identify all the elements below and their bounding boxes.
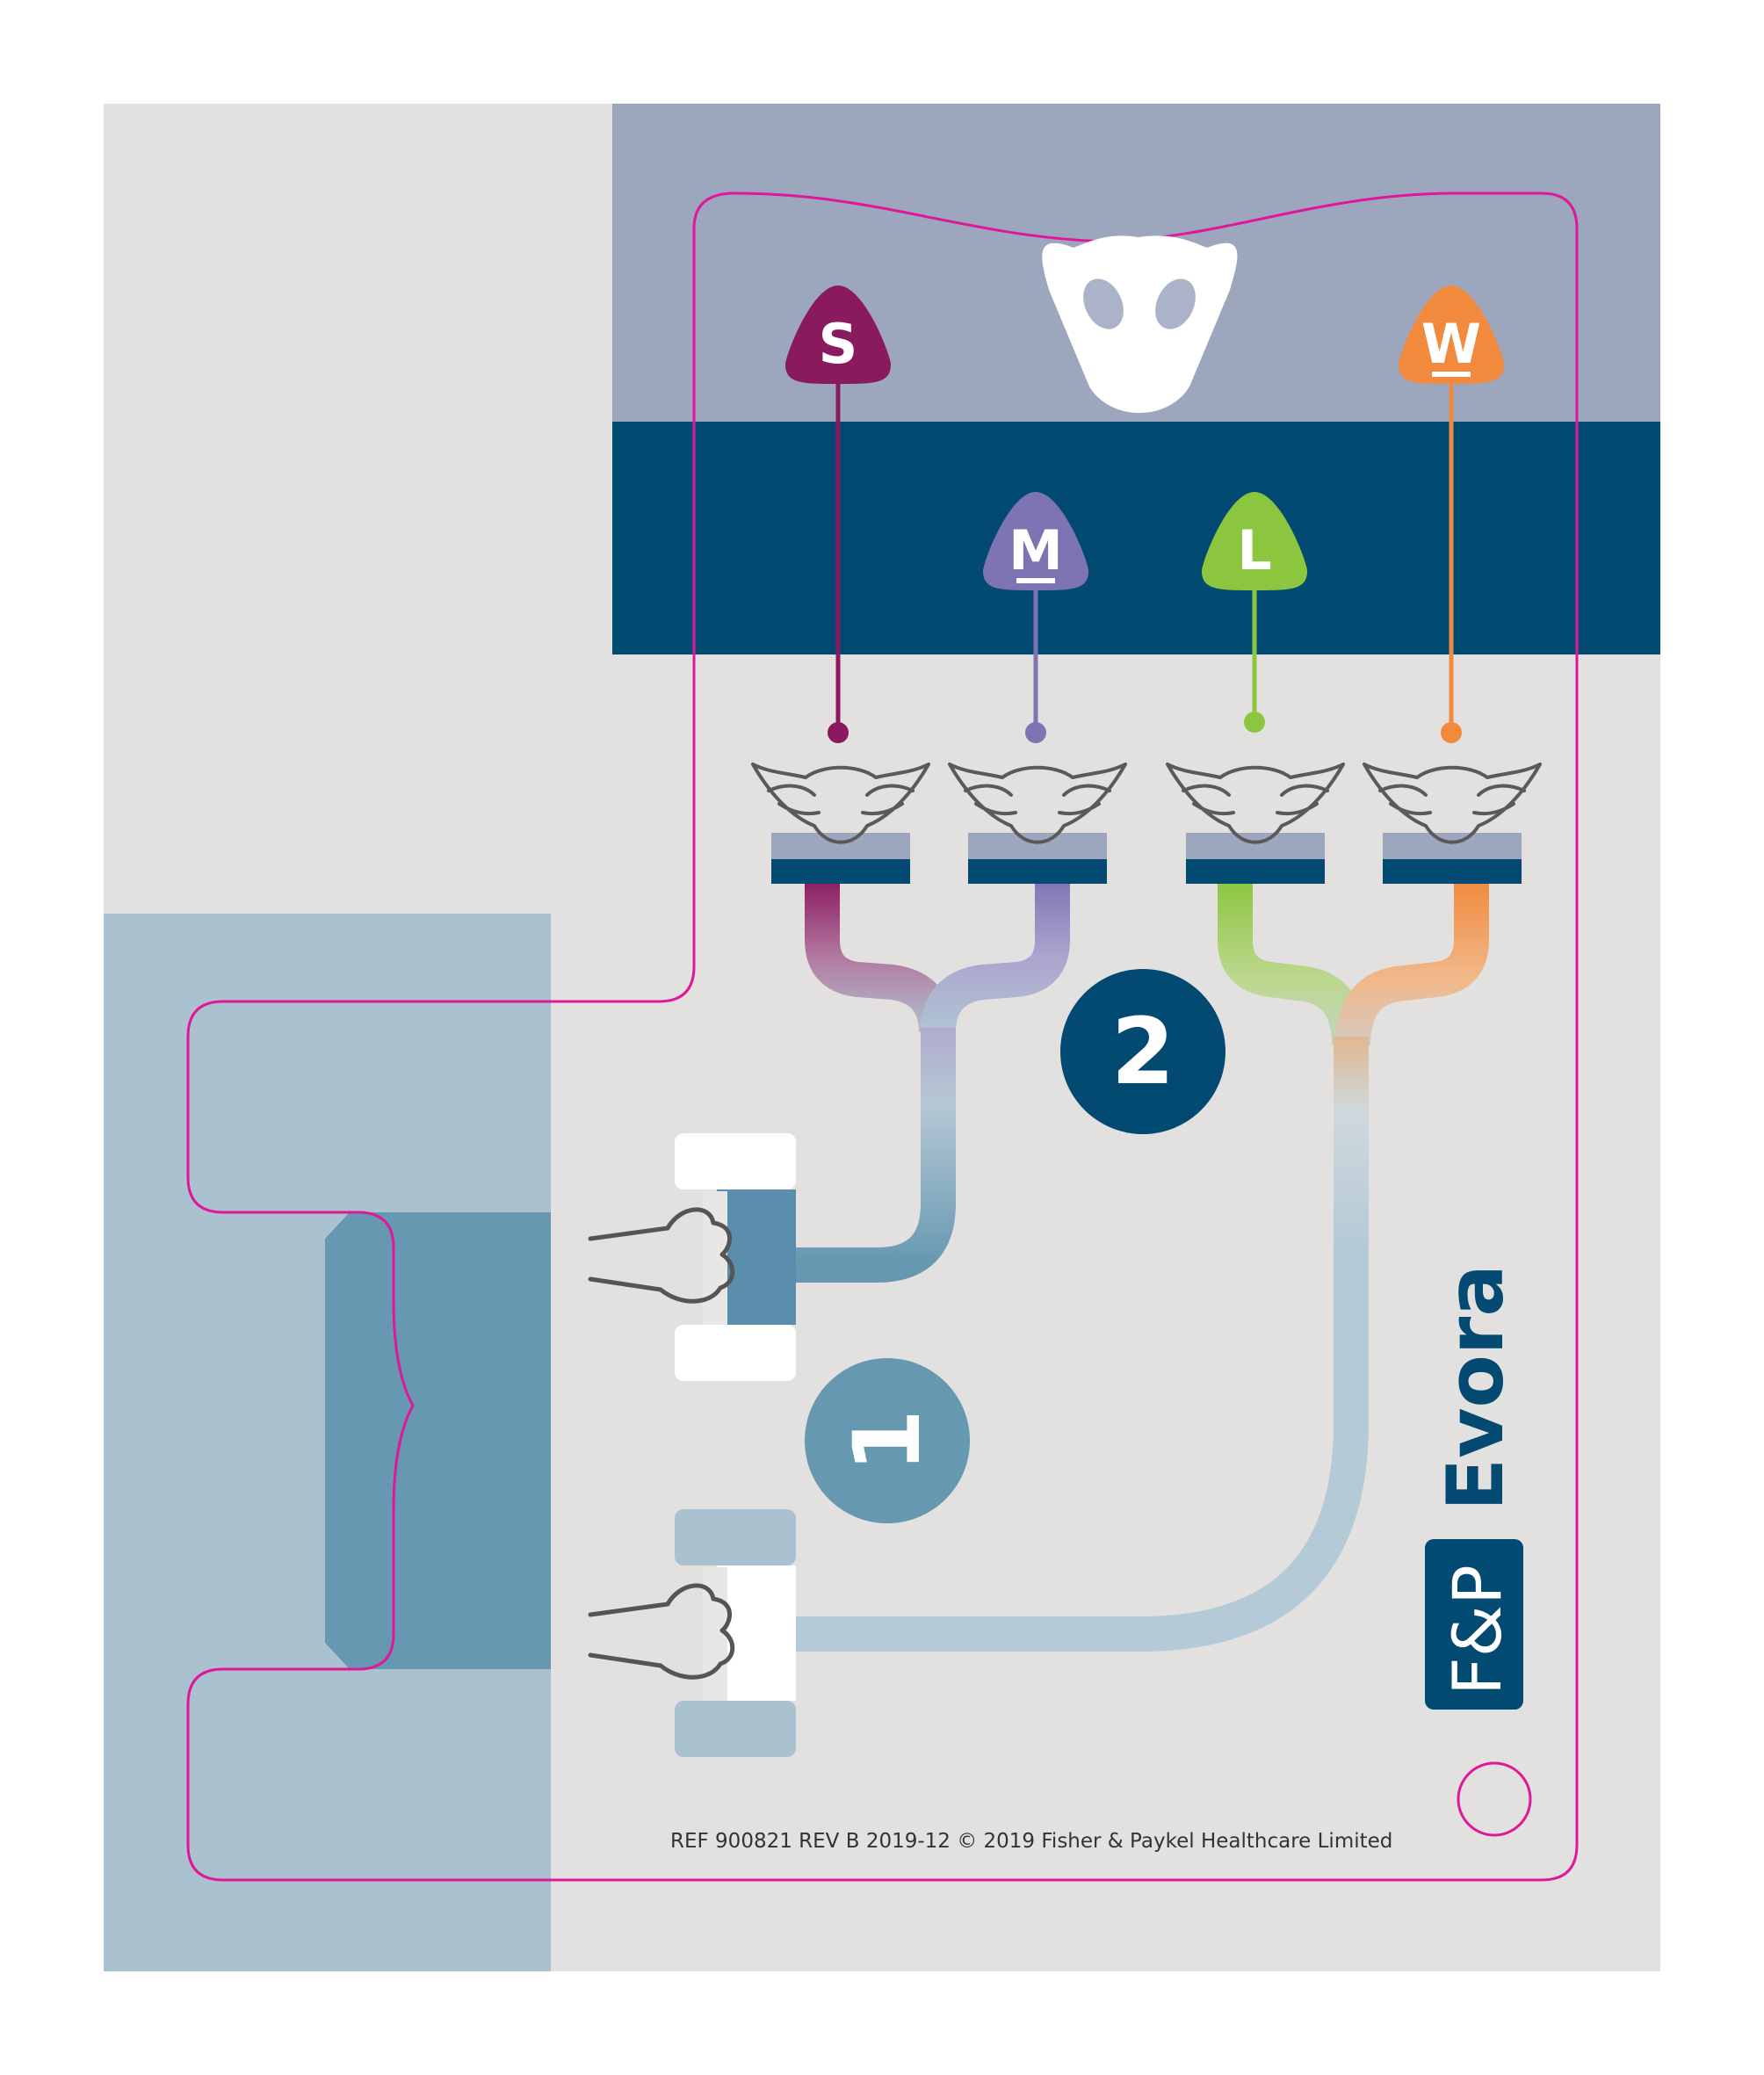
size-letter-w: W (1421, 312, 1481, 376)
pin-dot (1244, 712, 1265, 733)
mask-holders (751, 763, 1542, 884)
nose-icon-lower (588, 1583, 735, 1680)
size-tag-w (1399, 286, 1504, 384)
nasal-mask-icon (1042, 235, 1238, 413)
brand-block: Evora F&P (1425, 1264, 1523, 1710)
product-name: Evora (1430, 1264, 1521, 1511)
tube-w (1335, 878, 1489, 1046)
mask-holder-m (948, 763, 1127, 884)
size-pin-s: S (785, 286, 891, 743)
mask-cushion-icon (948, 763, 1127, 844)
mask-cushion-icon (1166, 763, 1345, 844)
mask-cushion-icon (1363, 763, 1542, 844)
tube-stem-1 (795, 1028, 956, 1283)
connector-upper (675, 1133, 796, 1381)
nose-icon-upper (588, 1207, 735, 1304)
size-letter-m: M (1009, 518, 1063, 582)
step-2-number: 2 (1111, 998, 1175, 1105)
mask-holder-s (751, 763, 930, 884)
die-cut-outline (186, 192, 1579, 1882)
mask-cushion-icon (751, 763, 930, 844)
pin-dot (1025, 722, 1046, 743)
size-letter-l: L (1237, 518, 1272, 582)
mask-holder-w (1363, 763, 1542, 884)
tube-network (795, 878, 1489, 1652)
step-1-number: 1 (834, 1409, 941, 1472)
connector-lower (675, 1509, 796, 1757)
size-letter-underline (1432, 372, 1471, 377)
tube-m (921, 878, 1070, 1033)
step-2-badge: 2 (1060, 969, 1225, 1134)
step-1-badge: 1 (805, 1358, 970, 1523)
pin-dot (828, 722, 849, 743)
size-tag-l (1202, 492, 1307, 590)
pin-dot (1441, 722, 1462, 743)
footer-reference: REF 900821 REV B 2019-12 © 2019 Fisher &… (670, 1830, 1392, 1853)
size-pin-w: W (1399, 286, 1504, 743)
size-letter-s: S (819, 312, 858, 376)
fp-logo-text: F&P (1438, 1565, 1516, 1695)
size-pin-m: M (983, 492, 1088, 743)
hanging-hole (1457, 1761, 1532, 1837)
steel-blue-block (325, 1212, 551, 1669)
size-tag-s (785, 286, 891, 384)
size-pin-l: L (1202, 492, 1307, 733)
size-tag-m (983, 492, 1088, 590)
size-pins: S M L W (785, 286, 1504, 743)
navy-band (612, 422, 1660, 654)
mask-holder-l (1166, 763, 1345, 884)
size-letter-underline (1016, 578, 1055, 583)
tube-stem-2 (795, 1037, 1369, 1652)
fp-logo (1425, 1539, 1523, 1710)
